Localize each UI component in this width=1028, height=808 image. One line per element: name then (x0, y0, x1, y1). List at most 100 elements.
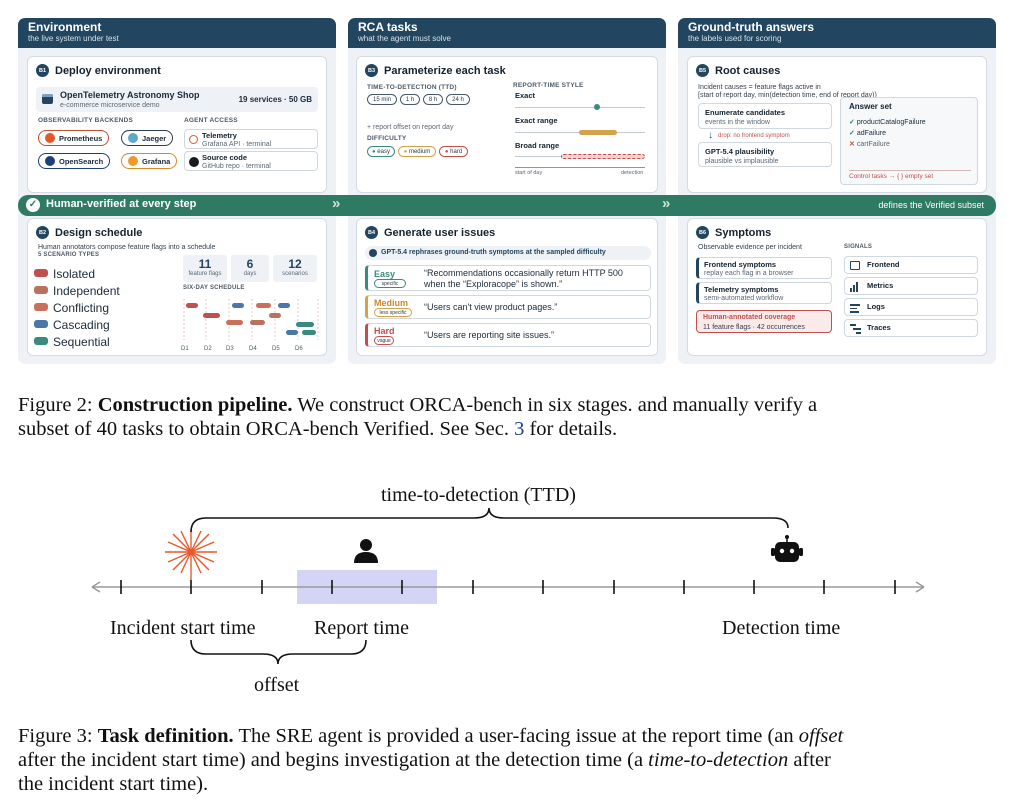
axis-ticks (120, 580, 896, 594)
step-badge: B4 (365, 226, 378, 239)
broad-range-bar (561, 154, 645, 159)
schedule-bar (278, 303, 290, 308)
incident-burst-icon (165, 530, 217, 580)
column-title: RCA tasks (358, 20, 418, 34)
ttd-label: time-to-detection (TTD) (381, 484, 576, 506)
check-icon: ✓ (849, 130, 855, 137)
figure-2-caption: Figure 2: Construction pipeline. We cons… (18, 394, 818, 440)
chevron-right-icon: » (332, 195, 341, 212)
person-icon (354, 539, 378, 563)
schedule-bar (296, 322, 314, 327)
type-label: Isolated (53, 267, 96, 281)
swatch-isolated (34, 269, 48, 277)
card-title: Root causes (715, 64, 781, 77)
ttd-chip: 8 h (423, 94, 443, 105)
answer-set-title: Answer set (849, 102, 892, 111)
step-badge: B2 (36, 226, 49, 239)
card-title: Generate user issues (384, 226, 496, 239)
axis-arrow-left (91, 581, 101, 593)
banner-left-text: Human-verified at every step (46, 198, 197, 210)
six-day-schedule-chart: D1 D2 D3 D4 D5 D6 (181, 299, 319, 352)
day-label: D6 (295, 346, 303, 352)
swatch-cascading (34, 320, 48, 328)
gpt-banner: GPT-5.4 rephrases ground-truth symptoms … (365, 246, 651, 260)
ttd-chip: 24 h (446, 94, 470, 105)
backend-jaeger: Jaeger (121, 130, 174, 146)
schedule-desc: Human annotators compose feature flags i… (38, 244, 216, 251)
day-label: D4 (249, 346, 257, 352)
axis-arrow-right (915, 581, 925, 593)
banner-right-text: defines the Verified subset (878, 200, 984, 210)
ttd-brace (190, 507, 789, 533)
answer-item: ✓ productCatalogFailure (849, 119, 926, 126)
stat-feature-flags: 11 feature flags (183, 255, 227, 282)
stat-scenarios: 12 scenarios (273, 255, 317, 282)
style-exact-track (515, 107, 645, 108)
app-window-icon (42, 94, 53, 104)
column-subtitle: the labels used for scoring (688, 34, 782, 43)
style-exact-range: Exact range (515, 116, 558, 125)
axis-end: detection (621, 170, 644, 176)
signal-frontend: Frontend (844, 256, 978, 274)
backends-label: OBSERVABILITY BACKENDS (38, 117, 134, 124)
telemetry-symptoms: Telemetry symptoms semi-automated workfl… (696, 282, 832, 304)
offset-note: + report offset on report day (367, 124, 454, 131)
access-source-code: Source code GitHub repo · terminal (184, 151, 318, 171)
style-exact: Exact (515, 91, 536, 100)
lines-icon (850, 304, 860, 313)
day-label: D2 (204, 346, 212, 352)
symptoms-desc: Observable evidence per incident (698, 244, 802, 251)
signals-label: SIGNALS (844, 244, 873, 250)
swatch-sequential (34, 337, 48, 345)
column-title: Ground-truth answers (688, 20, 815, 34)
difficulty-hard: ● hard (439, 146, 468, 157)
difficulty-easy: ● easy (367, 146, 395, 157)
app-stats: 19 services · 50 GB (238, 95, 312, 104)
type-label: Cascading (53, 318, 110, 332)
backend-grafana: Grafana (121, 153, 178, 169)
report-time-label: Report time (314, 617, 409, 639)
axis-start: start of day (515, 170, 543, 176)
ttd-label: TIME-TO-DETECTION (TTD) (367, 84, 457, 91)
step-badge: B3 (365, 64, 378, 77)
control-note: Control tasks → { } empty set (849, 173, 934, 180)
detection-time-label: Detection time (722, 617, 841, 639)
gpt-icon (369, 249, 377, 257)
offset-brace (190, 639, 367, 665)
difficulty-options: ● easy ● medium ● hard (367, 146, 468, 157)
frontend-symptoms: Frontend symptoms replay each flag in a … (696, 257, 832, 279)
ttd-chip: 15 min (367, 94, 397, 105)
backend-opensearch: OpenSearch (38, 153, 111, 169)
schedule-bar (256, 303, 271, 308)
issue-text: “Users are reporting site issues.” (424, 330, 555, 340)
app-name: OpenTelemetry Astronomy Shop (60, 90, 200, 100)
card-title: Design schedule (55, 226, 143, 239)
issue-tag: less specific (374, 308, 412, 317)
app-row: OpenTelemetry Astronomy Shop e-commerce … (36, 87, 318, 112)
column-subtitle: the live system under test (28, 34, 119, 43)
check-icon: ✓ (849, 119, 855, 126)
opensearch-icon (45, 156, 55, 166)
bar-chart-icon (850, 282, 860, 292)
section-ref-link[interactable]: 3 (514, 418, 525, 440)
step-badge: B6 (696, 226, 709, 239)
check-circle-icon: ✓ (26, 198, 40, 212)
prometheus-icon (45, 133, 55, 143)
answer-item: ✕ cartFailure (849, 141, 890, 148)
root-cause-def-line1: Incident causes = feature flags active i… (698, 84, 821, 91)
issue-easy: Easy specific “Recommendations occasiona… (365, 265, 651, 291)
issue-text: “Recommendations occasionally return HTT… (424, 268, 623, 289)
schedule-bar (232, 303, 244, 308)
step-badge: B1 (36, 64, 49, 77)
stat-days: 6 days (231, 255, 269, 282)
root-cause-def-line2: [start of report day, min(detection time… (698, 92, 877, 99)
card-title: Parameterize each task (384, 64, 506, 77)
swatch-conflicting (34, 303, 48, 311)
offset-label: offset (254, 674, 300, 696)
schedule-bar (269, 313, 281, 318)
drop-note: drop: no frontend symptom (718, 133, 790, 139)
card-title: Deploy environment (55, 64, 161, 77)
telemetry-icon (189, 135, 198, 144)
exact-marker (594, 104, 600, 110)
